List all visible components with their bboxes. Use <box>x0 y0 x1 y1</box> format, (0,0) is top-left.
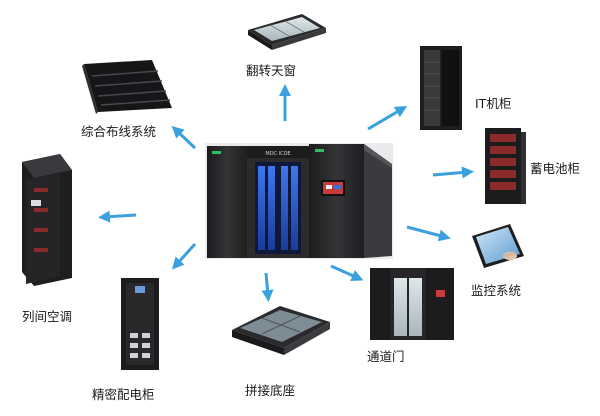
micro-data-center-image: MDC·ICDE <box>205 143 393 259</box>
label-zonghe-buxian: 综合布线系统 <box>81 124 157 139</box>
monitoring-tablet-image <box>472 224 524 268</box>
arrow-to-kongtiao <box>98 210 137 223</box>
arrow-to-jiankong <box>406 225 451 242</box>
inrow-ac-image <box>22 154 72 286</box>
it-rack-image <box>420 46 462 130</box>
label-liejian-kongtiao: 列间空调 <box>22 309 73 324</box>
arrow-to-dizuo <box>261 272 274 302</box>
battery-cabinet-image <box>485 128 526 204</box>
arrow-to-buxian <box>171 125 197 150</box>
pdu-cabinet-image <box>121 278 159 370</box>
cabling-system-image <box>82 60 172 114</box>
splice-base-image <box>232 306 330 355</box>
aisle-door-image <box>370 268 454 340</box>
label-jiankong-xitong: 监控系统 <box>471 283 522 298</box>
label-fanzhuan-tianchuang: 翻转天窗 <box>246 63 297 78</box>
arrows-group <box>98 84 474 302</box>
arrow-to-peidian <box>171 242 197 270</box>
label-jingmi-peidian: 精密配电柜 <box>92 387 155 402</box>
arrow-to-xudian <box>432 166 474 179</box>
label-tongdao-men: 通道门 <box>367 349 405 364</box>
arrow-to-it-jigui <box>367 105 408 131</box>
label-xudianchi-gui: 蓄电池柜 <box>530 161 581 176</box>
label-it-jigui: IT机柜 <box>475 96 512 111</box>
flip-skylight-image <box>248 14 326 50</box>
center-badge-text: MDC·ICDE <box>265 151 290 157</box>
arrow-to-tongdao <box>330 264 364 282</box>
label-pinjie-dizuo: 拼接底座 <box>245 383 296 398</box>
